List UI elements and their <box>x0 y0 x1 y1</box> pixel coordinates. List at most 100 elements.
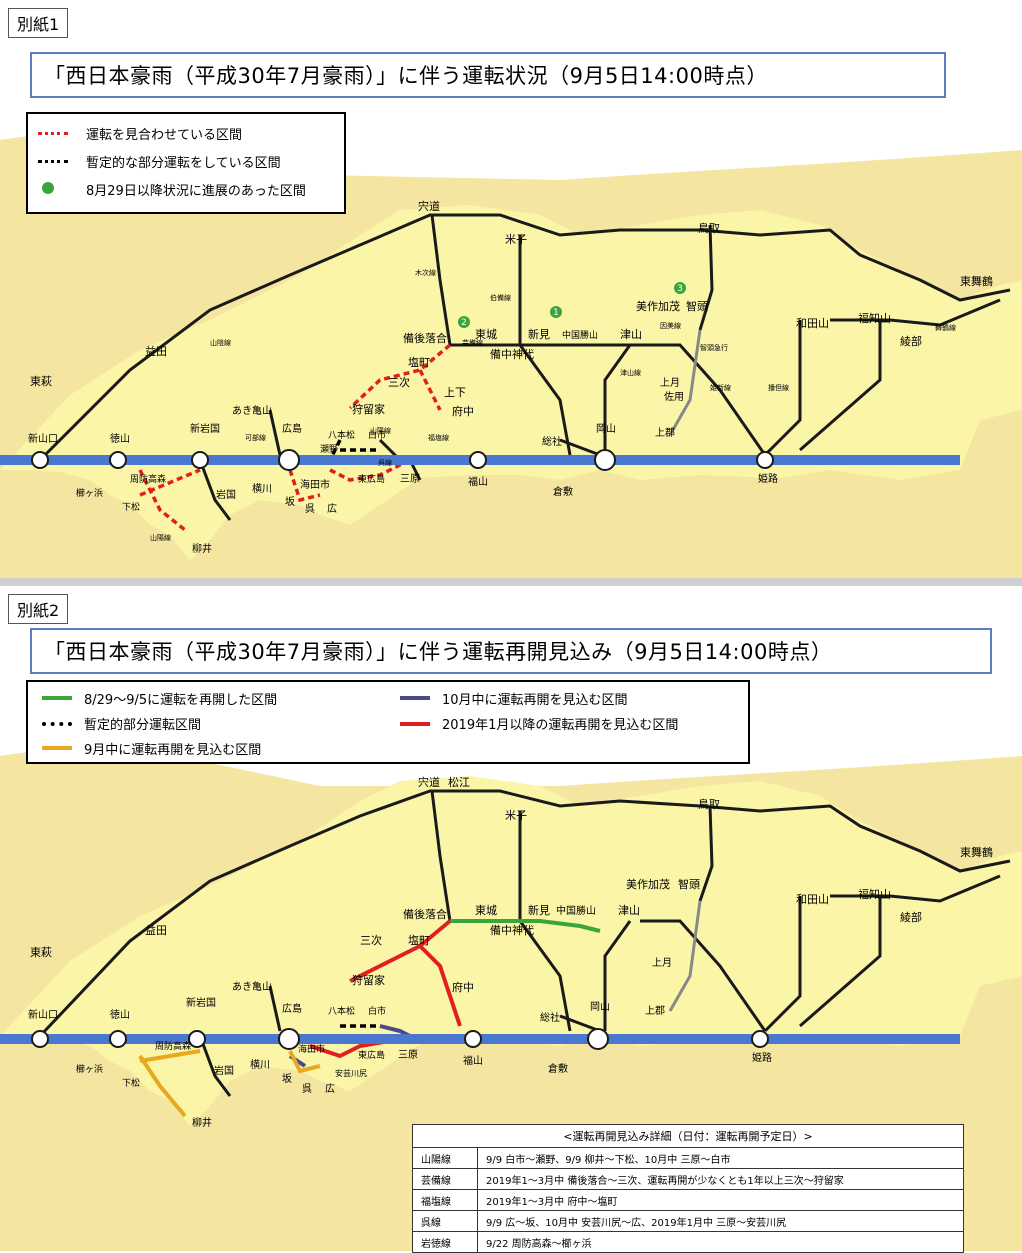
label-okayama: 岡山 <box>596 423 616 435</box>
label2-matsue: 松江 <box>448 775 470 789</box>
major-stations <box>31 449 774 471</box>
label-sayo: 佐用 <box>664 391 684 403</box>
label2-hiroshima: 広島 <box>282 1002 302 1015</box>
label2-yanai: 柳井 <box>192 1116 212 1129</box>
line-label-tsuyama: 津山線 <box>620 368 641 377</box>
table-cell-detail: 9/9 白市～瀬野、9/9 柳井～下松、10月中 三原～白市 <box>486 1154 731 1166</box>
label2-mimasakakamo: 美作加茂 <box>626 877 670 891</box>
label-kushigahama: 櫛ヶ浜 <box>76 487 103 499</box>
label-shinyamaguchi: 新山口 <box>28 432 58 445</box>
station-himeji <box>756 451 774 469</box>
legend-1: 運転を見合わせている区間 暫定的な部分運転をしている区間 8月29日以降状況に進… <box>26 112 346 214</box>
station-tokuyama <box>109 451 127 469</box>
table-row: 山陽線 9/9 白市～瀬野、9/9 柳井～下松、10月中 三原～白市 <box>413 1148 963 1169</box>
label2-miyoshi: 三次 <box>360 933 382 947</box>
label2-higashihiroshima: 東広島 <box>358 1049 385 1061</box>
bantan-line <box>763 320 802 457</box>
label2-kure: 呉 <box>302 1083 312 1095</box>
label2-masuda: 益田 <box>145 923 167 937</box>
label2-hiro: 広 <box>325 1082 335 1095</box>
label2-shuhotakamori: 周防高森 <box>155 1040 191 1052</box>
line-label-geibi: 芸備線 <box>462 338 483 347</box>
marker-num-2: 2 <box>461 318 467 328</box>
panel-separator <box>0 578 1022 586</box>
line-label-maizuru: 舞鶴線 <box>935 323 956 332</box>
label-kure: 呉 <box>305 503 315 515</box>
marker-num-1: 1 <box>553 308 559 318</box>
label-bingoochiai: 備後落合 <box>403 331 447 345</box>
partial-sections <box>328 439 380 461</box>
label2-kariuke: 狩留家 <box>352 973 385 987</box>
table-row: 呉線 9/9 広～坂、10月中 安芸川尻～広、2019年1月中 三原～安芸川尻 <box>413 1211 963 1232</box>
station-okayama <box>594 449 616 471</box>
label-kariuke: 狩留家 <box>352 402 385 416</box>
label2-kamigori: 上郡 <box>645 1005 665 1017</box>
yellow-sections <box>138 1049 321 1118</box>
legend2-label-2019: 2019年1月以降の運転再開を見込む区間 <box>442 718 679 733</box>
label-kudamatsu: 下松 <box>122 501 140 513</box>
station2-hiroshima <box>278 1028 300 1050</box>
station2-himeji <box>751 1030 769 1048</box>
legend2-green-swatch <box>42 696 72 700</box>
line-label-hakubi: 伯備線 <box>490 293 511 302</box>
label2-shiomachi: 塩町 <box>408 933 430 947</box>
label-tsuyama: 津山 <box>620 328 642 341</box>
legend2-label-september: 9月中に運転再開を見込む区間 <box>84 743 262 758</box>
label-hiro: 広 <box>327 502 337 515</box>
label2-chizu: 智頭 <box>678 877 700 891</box>
label2-tottori: 鳥取 <box>698 797 720 811</box>
label2-tsuyama: 津山 <box>618 904 640 917</box>
label-fukuyama: 福山 <box>468 475 488 488</box>
network-lines <box>38 213 1011 521</box>
label-kurashiki: 倉敷 <box>553 485 573 498</box>
label2-kudamatsu: 下松 <box>122 1077 140 1089</box>
label-shiomachi: 塩町 <box>408 355 430 369</box>
line-label-bantan: 播但線 <box>768 383 789 392</box>
label-himeji: 姫路 <box>758 472 778 485</box>
kishin-line <box>450 343 767 456</box>
label-masuda: 益田 <box>145 344 167 358</box>
station2-shinyamaguchi <box>31 1030 49 1048</box>
legend2-navy-swatch <box>400 696 430 700</box>
legend2-label-october: 10月中に運転再開を見込む区間 <box>442 693 628 708</box>
label2-kurashiki: 倉敷 <box>548 1062 568 1075</box>
legend-black-dotted-swatch <box>38 160 68 163</box>
chizu-express-2 <box>668 900 702 1012</box>
label2-bingoochiai: 備後落合 <box>403 907 447 921</box>
fukuchiyama-line <box>830 298 1001 327</box>
label2-fuchu: 府中 <box>452 980 474 994</box>
label-kamigori: 上郡 <box>655 427 675 439</box>
legend2-black-dotted-swatch <box>42 722 72 726</box>
label2-okayama: 岡山 <box>590 1001 610 1013</box>
station2-shiniwakuni <box>188 1030 206 1048</box>
label-hachihonmatsu: 八本松 <box>328 429 355 441</box>
label-iwakuni: 岩国 <box>216 488 236 501</box>
title-2: 「西日本豪雨（平成30年7月豪雨）」に伴う運転再開見込み（9月5日14:00時点… <box>30 628 992 674</box>
label2-shiniwakuni: 新岩国 <box>186 996 216 1009</box>
station2-tokuyama <box>109 1030 127 1048</box>
table-cell-detail: 2019年1～3月中 備後落合～三次、運転再開が少なくとも1年以上三次～狩留家 <box>486 1175 844 1187</box>
line-label-kure: 呉線 <box>378 458 392 467</box>
label-akigameyama: あき亀山 <box>232 404 272 417</box>
label2-yonago: 米子 <box>505 809 527 822</box>
label-yonago: 米子 <box>505 233 527 246</box>
label2-shiraichi: 白市 <box>368 1005 386 1017</box>
station-shinyamaguchi <box>31 451 49 469</box>
label-kamitsuki: 上月 <box>660 377 680 389</box>
label2-tojo: 東城 <box>475 904 497 917</box>
label-higashihagi: 東萩 <box>30 375 52 388</box>
label2-shinyamaguchi: 新山口 <box>28 1008 58 1021</box>
legend-label-suspended: 運転を見合わせている区間 <box>86 128 243 143</box>
label2-higashihagi: 東萩 <box>30 946 52 959</box>
station-labels: 宍道 米子 鳥取 東舞鶴 福知山 綾部 和田山 美作加茂 智頭 津山 中国勝山 … <box>28 199 993 555</box>
chizu-express-line <box>668 329 702 436</box>
label2-kaitaichi: 海田市 <box>298 1043 325 1055</box>
green-markers <box>458 282 686 328</box>
label2-saka: 坂 <box>282 1073 292 1085</box>
label-chugokukatsuyama: 中国勝山 <box>562 329 598 341</box>
station-shiniwakuni <box>191 451 209 469</box>
table-row: 岩徳線 9/22 周防高森～櫛ヶ浜 <box>413 1232 963 1252</box>
label-shiniwakuni: 新岩国 <box>190 422 220 435</box>
label2-kushigahama: 櫛ヶ浜 <box>76 1063 103 1075</box>
sheet-tab-1: 別紙1 <box>8 8 69 38</box>
